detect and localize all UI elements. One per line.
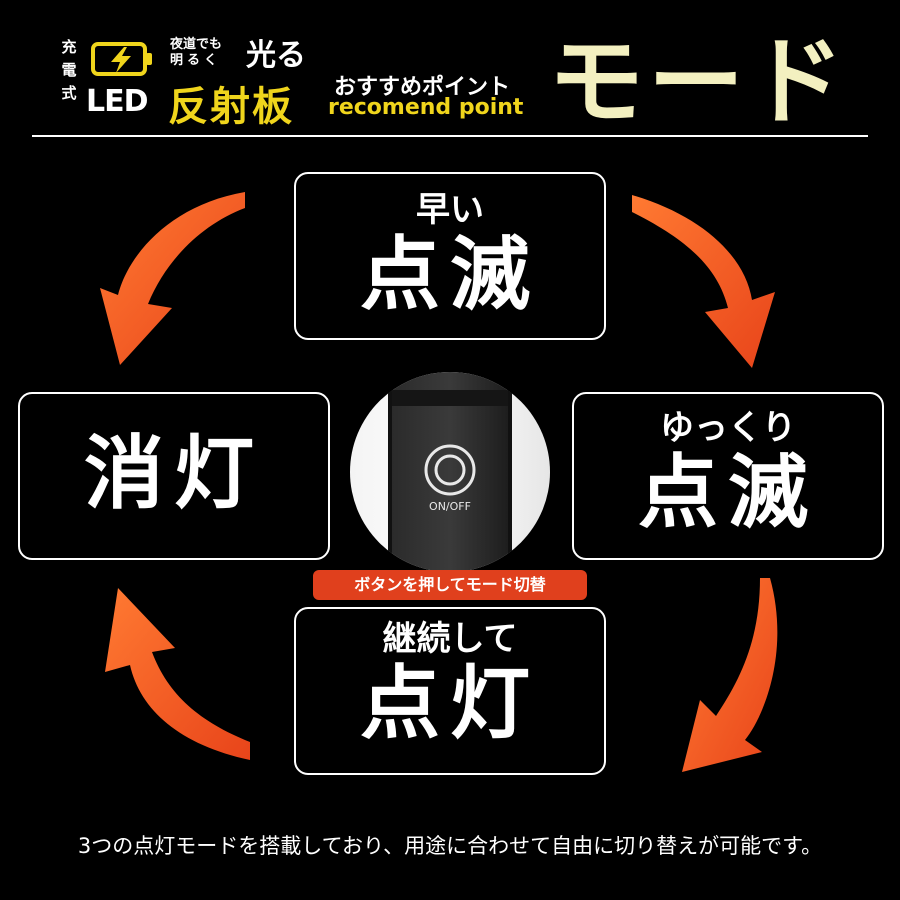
mode-slow-blink-sub: ゆっくり	[660, 408, 796, 448]
curved-arrow-icon	[682, 578, 778, 772]
night-road-line2: 明るく	[170, 53, 222, 68]
led-label: LED	[86, 84, 149, 119]
power-button-icon	[424, 444, 476, 496]
curved-arrow-icon	[105, 588, 250, 760]
footer-description: 3つの点灯モードを搭載しており、用途に合わせて自由に切り替えが可能です。	[77, 834, 823, 858]
mode-off: 消灯	[18, 392, 330, 560]
reflector-title: 反射板	[168, 84, 294, 130]
mode-slow-blink-main: 点滅	[638, 446, 818, 539]
recommend-point-en: recomend point	[328, 95, 524, 120]
charge-char: 式	[61, 84, 77, 102]
button-caption: ボタンを押してモード切替	[313, 570, 587, 600]
mode-steady-on: 継続して 点灯	[294, 607, 606, 775]
night-road-text: 夜道でも 明るく	[170, 37, 248, 69]
mode-fast-blink-sub: 早い	[416, 190, 484, 230]
mode-steady-on-main: 点灯	[360, 657, 540, 750]
curved-arrow-icon	[100, 192, 245, 365]
header-divider	[32, 135, 868, 137]
device-photo: ON/OFF	[350, 372, 550, 572]
night-road-line1: 夜道でも	[170, 37, 223, 52]
mode-fast-blink: 早い 点滅	[294, 172, 606, 340]
mode-fast-blink-main: 点滅	[360, 228, 540, 321]
curved-arrow-icon	[632, 195, 775, 368]
mode-slow-blink: ゆっくり 点滅	[572, 392, 884, 560]
battery-charging-icon	[91, 42, 152, 76]
mode-off-main: 消灯	[84, 427, 264, 520]
glow-text: 光る	[246, 38, 306, 73]
mode-steady-on-sub: 継続して	[382, 619, 518, 659]
recommend-point-jp: おすすめポイント	[334, 75, 511, 100]
charge-char: 電	[61, 61, 77, 79]
switch-label: ON/OFF	[429, 500, 471, 513]
page-title: モード	[548, 26, 848, 138]
charge-label: 充 電 式	[58, 36, 80, 105]
charge-char: 充	[61, 38, 77, 56]
